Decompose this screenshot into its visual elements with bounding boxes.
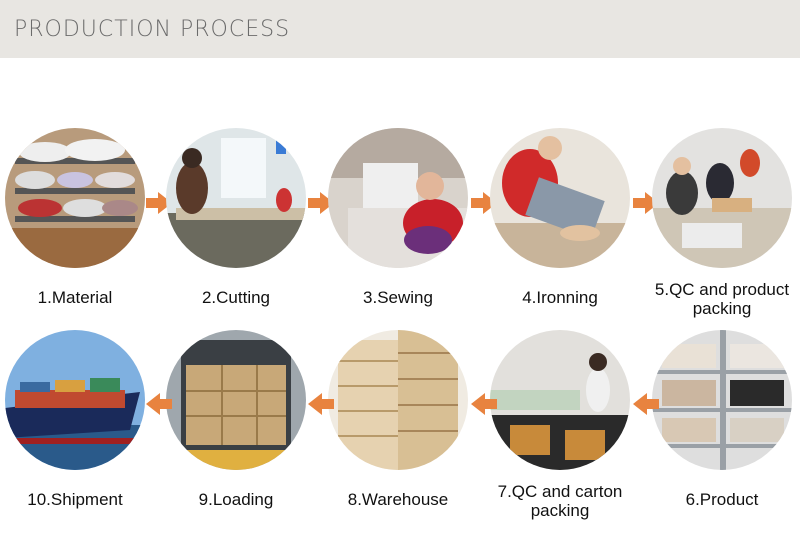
step-label: 9.Loading — [198, 490, 274, 509]
step-label: 3.Sewing — [363, 288, 433, 307]
warehouse-photo — [328, 330, 468, 470]
material-photo — [5, 128, 145, 268]
page-title: PRODUCTION PROCESS — [14, 17, 291, 42]
arrow-right-icon — [146, 190, 172, 216]
cutting-photo — [166, 128, 306, 268]
ironning-photo — [490, 128, 630, 268]
step-label: 10.Shipment — [27, 490, 123, 509]
step-label: 6.Product — [685, 490, 759, 509]
step-label: 7.QC and carton packing — [497, 482, 623, 520]
step-label: 4.Ironning — [522, 288, 598, 307]
arrow-left-icon — [146, 391, 172, 417]
step-label: 2.Cutting — [201, 288, 271, 307]
arrow-left-icon — [633, 391, 659, 417]
step-label: 1.Material — [37, 288, 113, 307]
carton-packing-photo — [490, 330, 630, 470]
sewing-photo — [328, 128, 468, 268]
header-bar: PRODUCTION PROCESS — [0, 0, 800, 58]
arrow-right-icon — [633, 190, 659, 216]
step-label: 5.QC and product packing — [654, 280, 790, 318]
arrow-right-icon — [308, 190, 334, 216]
arrow-left-icon — [308, 391, 334, 417]
arrow-left-icon — [471, 391, 497, 417]
qc-packing-photo — [652, 128, 792, 268]
loading-photo — [166, 330, 306, 470]
step-label: 8.Warehouse — [347, 490, 449, 509]
product-photo — [652, 330, 792, 470]
arrow-right-icon — [471, 190, 497, 216]
shipment-photo — [5, 330, 145, 470]
